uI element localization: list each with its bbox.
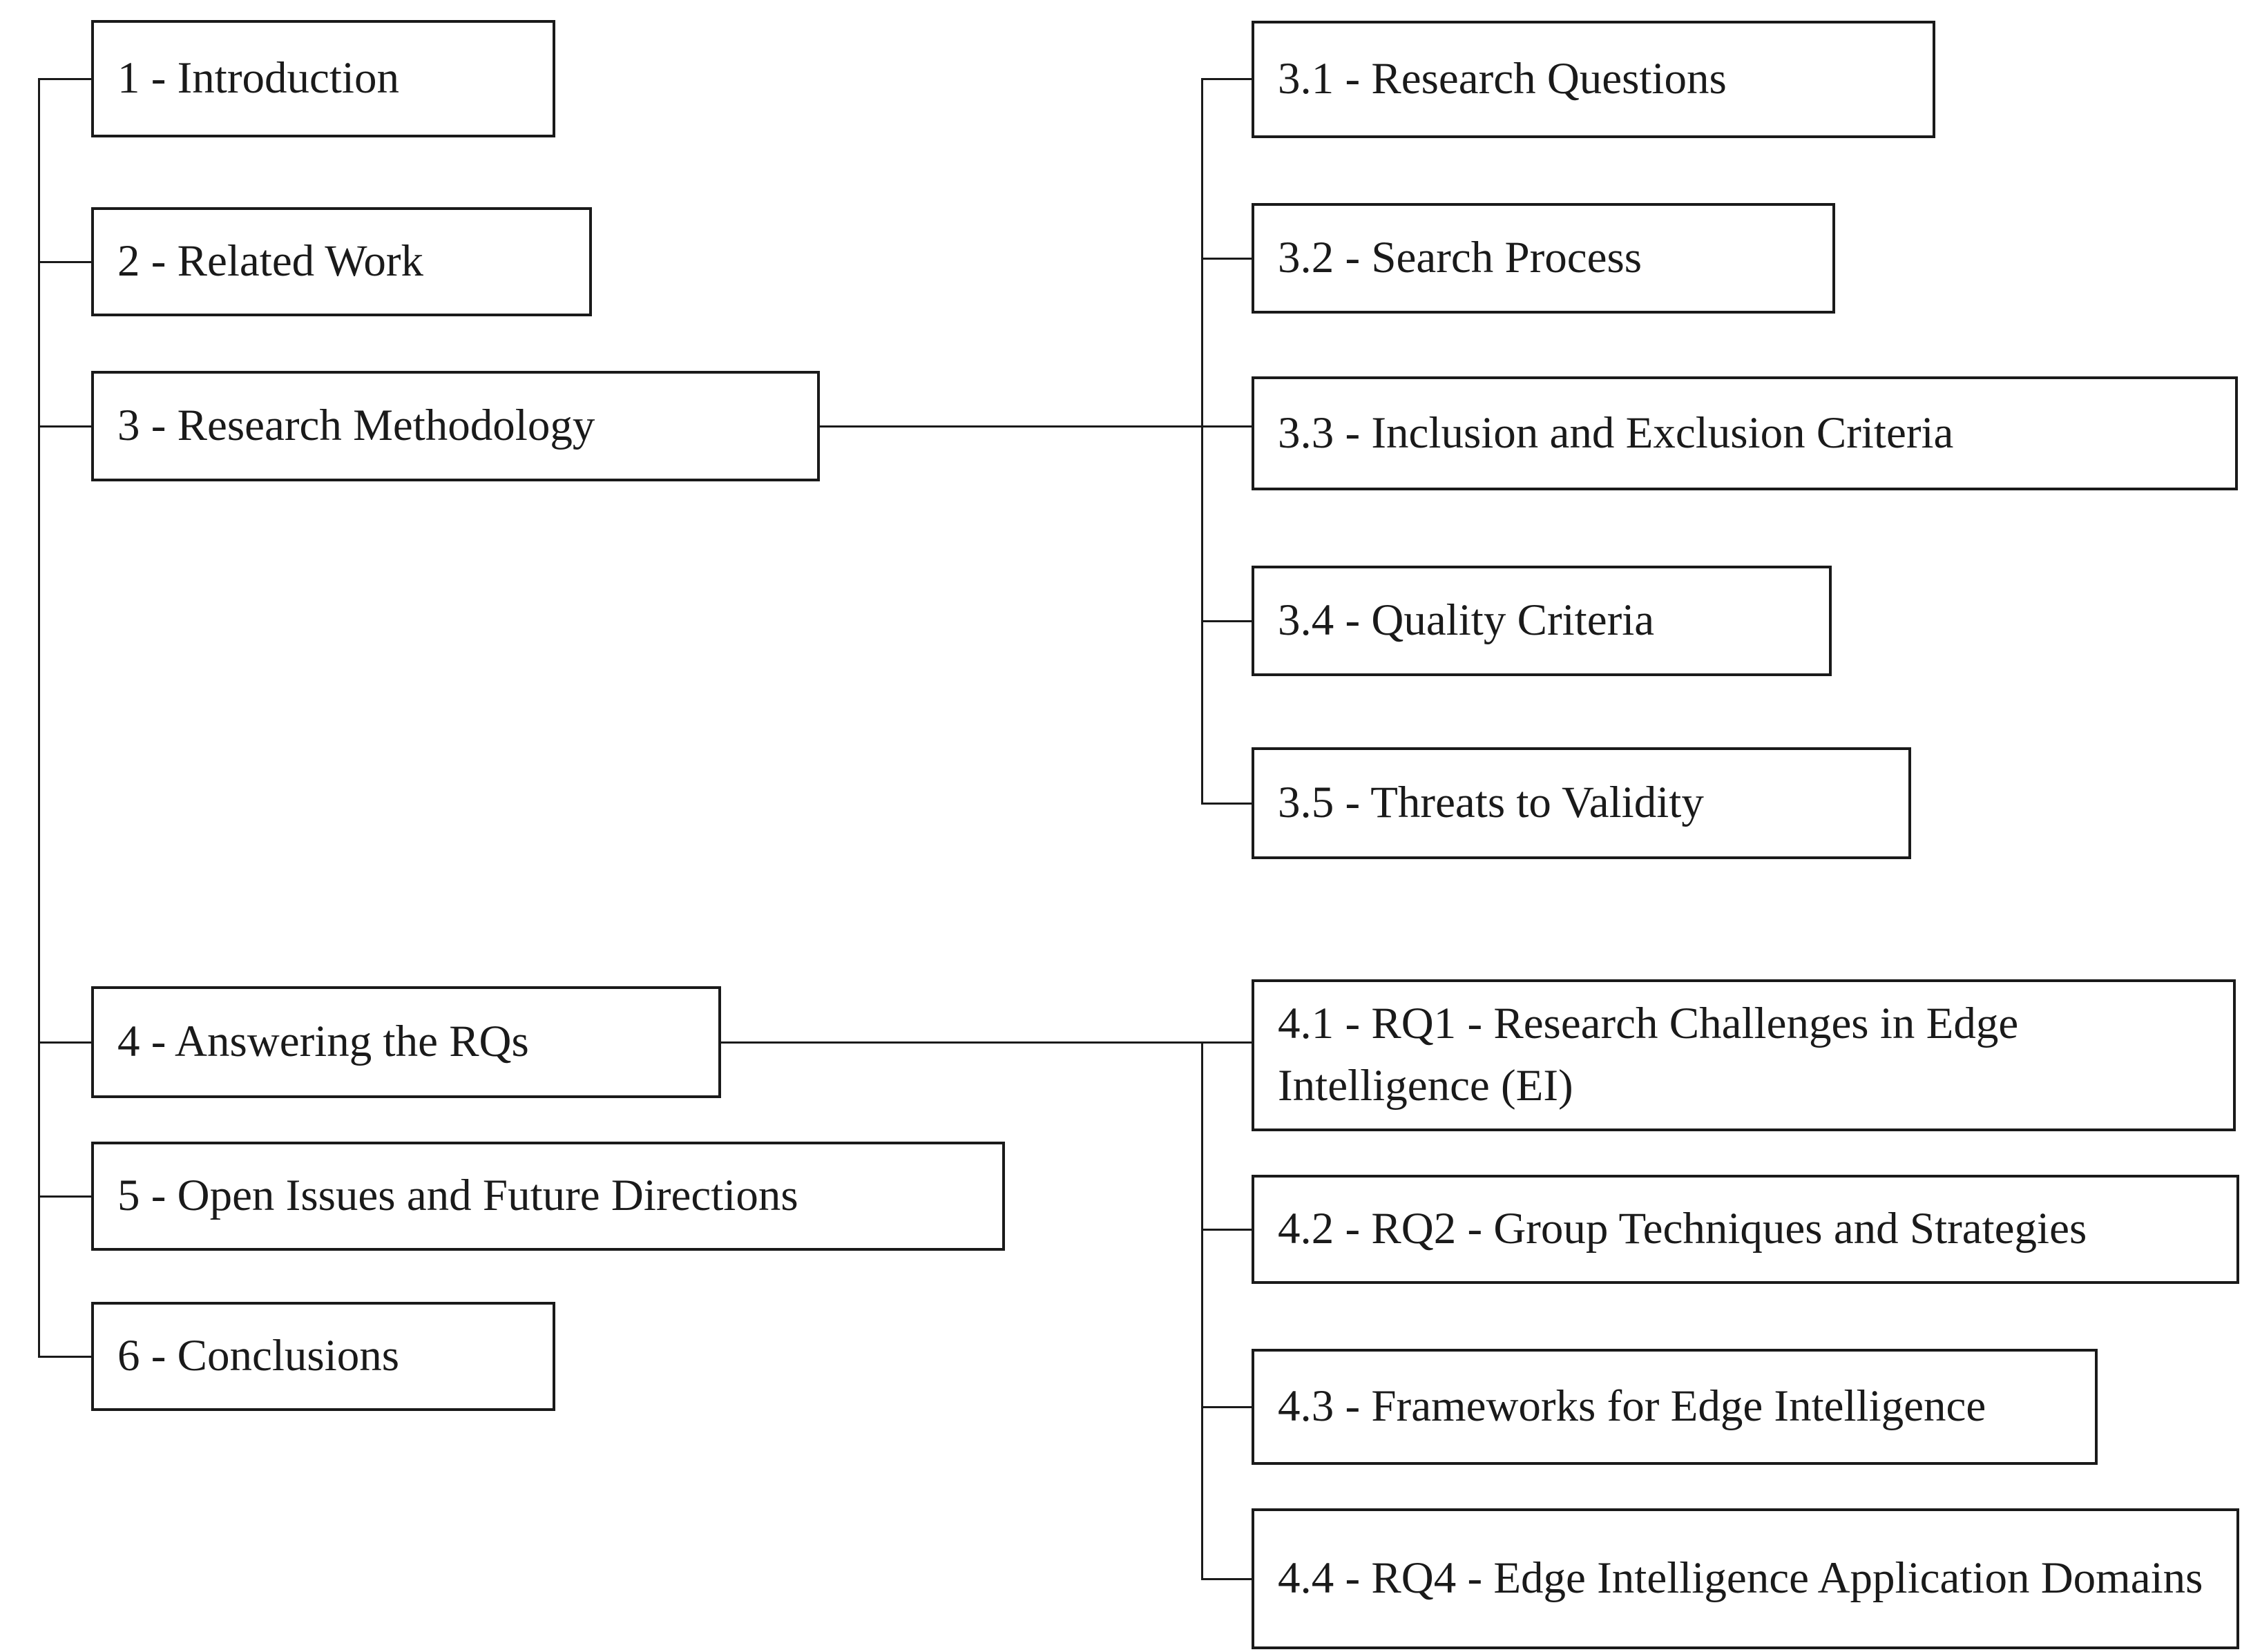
node-open-issues-future-directions: 5 - Open Issues and Future Directions bbox=[91, 1142, 1005, 1251]
connector-to-research-questions bbox=[1201, 78, 1252, 80]
node-quality-criteria: 3.4 - Quality Criteria bbox=[1252, 566, 1832, 676]
connector-to-open-issues bbox=[38, 1195, 91, 1198]
node-label: 4 - Answering the RQs bbox=[117, 1017, 529, 1067]
node-label: 4.3 - Frameworks for Edge Intelligence bbox=[1278, 1381, 1986, 1432]
branch-line-section3 bbox=[820, 425, 1252, 428]
node-label: 4.4 - RQ4 - Edge Intelligence Applicatio… bbox=[1278, 1553, 2203, 1604]
connector-to-introduction bbox=[38, 78, 91, 80]
node-rq1-research-challenges: 4.1 - RQ1 - Research Challenges in Edge … bbox=[1252, 979, 2236, 1131]
node-label: 4.1 - RQ1 - Research Challenges in Edge … bbox=[1278, 999, 2019, 1111]
node-label: 3.1 - Research Questions bbox=[1278, 54, 1727, 104]
node-introduction: 1 - Introduction bbox=[91, 20, 555, 137]
section4-trunk-line bbox=[1201, 1041, 1203, 1580]
connector-to-rq2-group-techniques bbox=[1201, 1229, 1252, 1231]
node-label: 1 - Introduction bbox=[117, 53, 399, 104]
connector-to-application-domains bbox=[1201, 1578, 1252, 1580]
connector-to-quality-criteria bbox=[1201, 620, 1252, 622]
node-frameworks-edge-intelligence: 4.3 - Frameworks for Edge Intelligence bbox=[1252, 1349, 2098, 1465]
section3-trunk-line bbox=[1201, 78, 1203, 805]
node-search-process: 3.2 - Search Process bbox=[1252, 203, 1835, 314]
node-label: 4.2 - RQ2 - Group Techniques and Strateg… bbox=[1278, 1204, 2087, 1254]
node-answering-the-rqs: 4 - Answering the RQs bbox=[91, 986, 721, 1098]
connector-to-threats-validity bbox=[1201, 803, 1252, 805]
node-label: 3 - Research Methodology bbox=[117, 401, 595, 451]
node-label: 3.5 - Threats to Validity bbox=[1278, 778, 1704, 828]
node-conclusions: 6 - Conclusions bbox=[91, 1302, 555, 1411]
node-threats-to-validity: 3.5 - Threats to Validity bbox=[1252, 747, 1911, 859]
node-inclusion-exclusion-criteria: 3.3 - Inclusion and Exclusion Criteria bbox=[1252, 376, 2238, 490]
connector-to-conclusions bbox=[38, 1356, 91, 1358]
connector-to-research-methodology bbox=[38, 425, 91, 428]
node-rq4-application-domains: 4.4 - RQ4 - Edge Intelligence Applicatio… bbox=[1252, 1508, 2239, 1649]
connector-to-related-work bbox=[38, 261, 91, 263]
connector-to-search-process bbox=[1201, 258, 1252, 260]
branch-line-section4 bbox=[721, 1041, 1252, 1044]
node-research-questions: 3.1 - Research Questions bbox=[1252, 21, 1935, 138]
node-rq2-group-techniques: 4.2 - RQ2 - Group Techniques and Strateg… bbox=[1252, 1175, 2239, 1284]
node-label: 5 - Open Issues and Future Directions bbox=[117, 1171, 798, 1221]
node-related-work: 2 - Related Work bbox=[91, 207, 592, 316]
node-label: 3.4 - Quality Criteria bbox=[1278, 595, 1655, 646]
node-label: 2 - Related Work bbox=[117, 236, 424, 287]
node-label: 6 - Conclusions bbox=[117, 1331, 400, 1381]
root-trunk-line bbox=[38, 78, 40, 1358]
connector-to-frameworks bbox=[1201, 1406, 1252, 1408]
node-label: 3.2 - Search Process bbox=[1278, 233, 1642, 283]
node-research-methodology: 3 - Research Methodology bbox=[91, 371, 820, 481]
connector-to-answering-rqs bbox=[38, 1041, 91, 1044]
node-label: 3.3 - Inclusion and Exclusion Criteria bbox=[1278, 407, 1954, 458]
